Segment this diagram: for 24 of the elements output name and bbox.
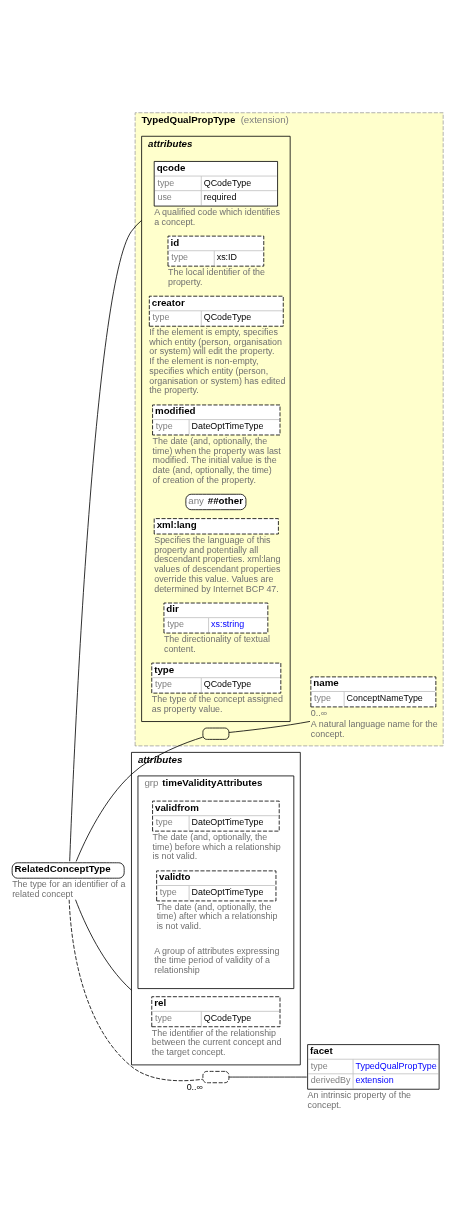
node-label: Specifies the language of this property and potentially all descendant properties. xml:lang values of descendant properties override this value. Values are determined by Internet BCP 47. bbox=[154, 534, 281, 593]
node-label: 0..∞ bbox=[186, 1081, 203, 1092]
connector bbox=[68, 898, 204, 1081]
node-label: The directionality of textual content. bbox=[163, 633, 270, 654]
node-label: If the element is empty, specifies which entity (person, organisation or system) will edit the property. If the element is non-empty, specifies which entity (person, organisation or system) has edited the property. bbox=[149, 326, 286, 395]
node-label: 0..∞ bbox=[310, 707, 328, 718]
connector bbox=[228, 720, 311, 733]
node-box bbox=[202, 727, 230, 740]
connector bbox=[75, 736, 204, 862]
node-box bbox=[202, 1070, 230, 1083]
connector bbox=[228, 1076, 308, 1077]
node-label: The date (and, optionally, the time) when the property was last modified. The initial value is the date (and, optionally, the time) of creation of the property. bbox=[152, 435, 281, 485]
node-label: A natural language name for the concept. bbox=[310, 718, 438, 739]
connector bbox=[69, 219, 143, 862]
node-label: A qualified code which identifies a concept. bbox=[154, 206, 280, 227]
node-label: The date (and, optionally, the time) before which a relationship is not valid. bbox=[152, 831, 281, 861]
node-label: The identifier of the relationship between the current concept and the target concept. bbox=[151, 1027, 282, 1057]
connector bbox=[75, 898, 132, 991]
node-label: The type for an identifier of a related concept bbox=[12, 878, 126, 899]
node-label: The date (and, optionally, the time) after which a relationship is not valid. bbox=[156, 901, 278, 931]
node-label: An intrinsic property of the concept. bbox=[307, 1089, 412, 1110]
node-label: A group of attributes expressing the time period of validity of a relationship bbox=[154, 945, 280, 975]
node-label: The type of the concept assigned as property value. bbox=[151, 693, 283, 714]
node-label: The local identifier of the property. bbox=[168, 266, 266, 287]
